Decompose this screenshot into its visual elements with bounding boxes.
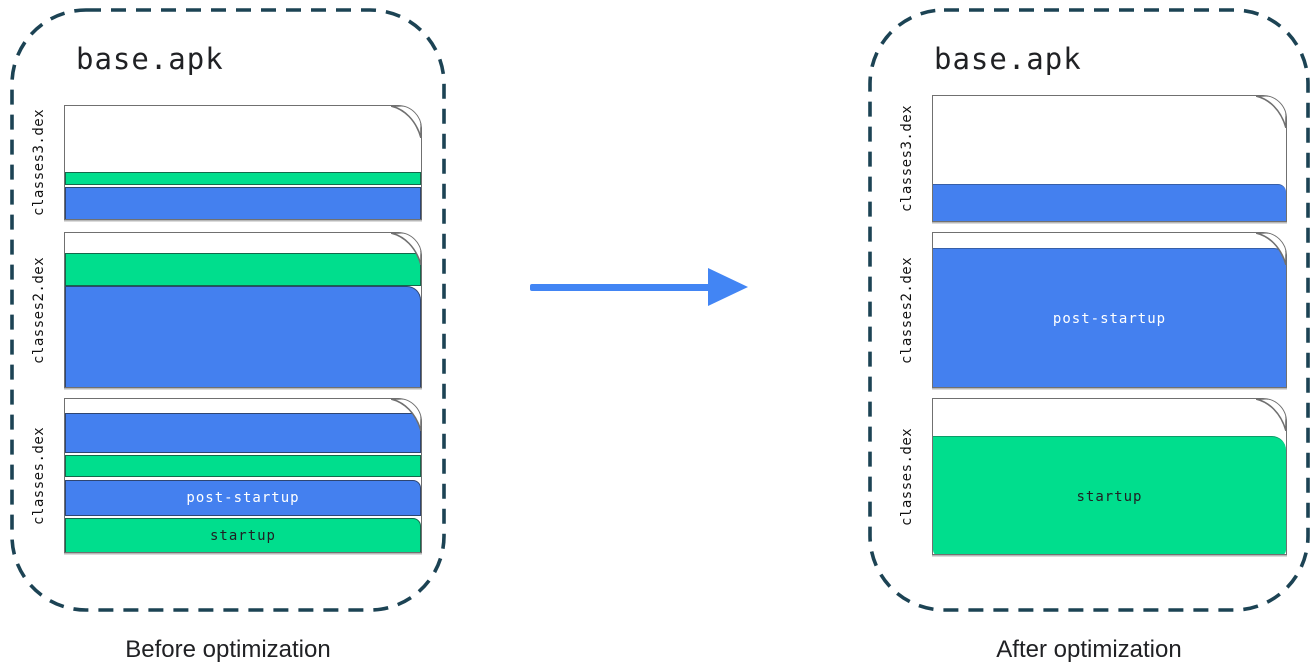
post-startup-segment bbox=[65, 187, 421, 219]
startup-label: startup bbox=[1076, 488, 1143, 505]
arrow-shaft bbox=[530, 284, 712, 291]
file-label-classes2dex: classes2.dex bbox=[899, 256, 915, 364]
post-startup-label: post-startup bbox=[1052, 311, 1167, 327]
file-label-classesdex: classes.dex bbox=[31, 426, 47, 525]
post-startup-segment bbox=[933, 184, 1286, 221]
page-curl-icon bbox=[1256, 233, 1286, 265]
page-curl-icon bbox=[391, 233, 421, 265]
post-startup-segment bbox=[65, 413, 421, 453]
dashed-border bbox=[868, 8, 1310, 612]
caption-after: After optimization bbox=[996, 636, 1182, 663]
startup-segment bbox=[65, 253, 421, 286]
startup-segment bbox=[65, 172, 421, 185]
file-label-classes3dex: classes3.dex bbox=[899, 104, 915, 213]
dex-file-classes3 bbox=[932, 95, 1287, 222]
dex-file-classes2 bbox=[64, 232, 422, 388]
startup-segment: startup bbox=[65, 518, 421, 552]
page-curl-icon bbox=[1256, 96, 1286, 128]
post-startup-segment: post-startup bbox=[65, 480, 421, 516]
arrow-right-icon bbox=[708, 268, 748, 306]
page-curl-icon bbox=[391, 106, 421, 138]
post-startup-label: post-startup bbox=[186, 490, 300, 506]
startup-segment bbox=[65, 455, 421, 477]
dex-file-classes: startup bbox=[932, 398, 1287, 555]
dex-file-classes: post-startup startup bbox=[64, 398, 422, 553]
post-startup-segment bbox=[65, 286, 421, 387]
startup-label: startup bbox=[209, 528, 276, 544]
apk-title: base.apk bbox=[76, 42, 224, 76]
caption-before: Before optimization bbox=[125, 636, 331, 663]
dashed-border bbox=[10, 8, 446, 612]
dex-file-classes2: post-startup bbox=[932, 232, 1287, 388]
dex-file-classes3 bbox=[64, 105, 422, 220]
post-startup-segment: post-startup bbox=[933, 248, 1286, 387]
file-label-classes3dex: classes3.dex bbox=[31, 108, 47, 217]
file-label-classes2dex: classes2.dex bbox=[31, 256, 47, 364]
file-label-classesdex: classes.dex bbox=[899, 427, 915, 526]
panel-after: base.apk classes3.dex classes2.dex class… bbox=[868, 8, 1310, 612]
page-curl-icon bbox=[1256, 399, 1286, 431]
page-curl-icon bbox=[391, 399, 421, 431]
apk-title: base.apk bbox=[934, 42, 1082, 76]
panel-before: base.apk classes3.dex classes2.dex class… bbox=[10, 8, 446, 612]
startup-segment: startup bbox=[933, 436, 1286, 554]
